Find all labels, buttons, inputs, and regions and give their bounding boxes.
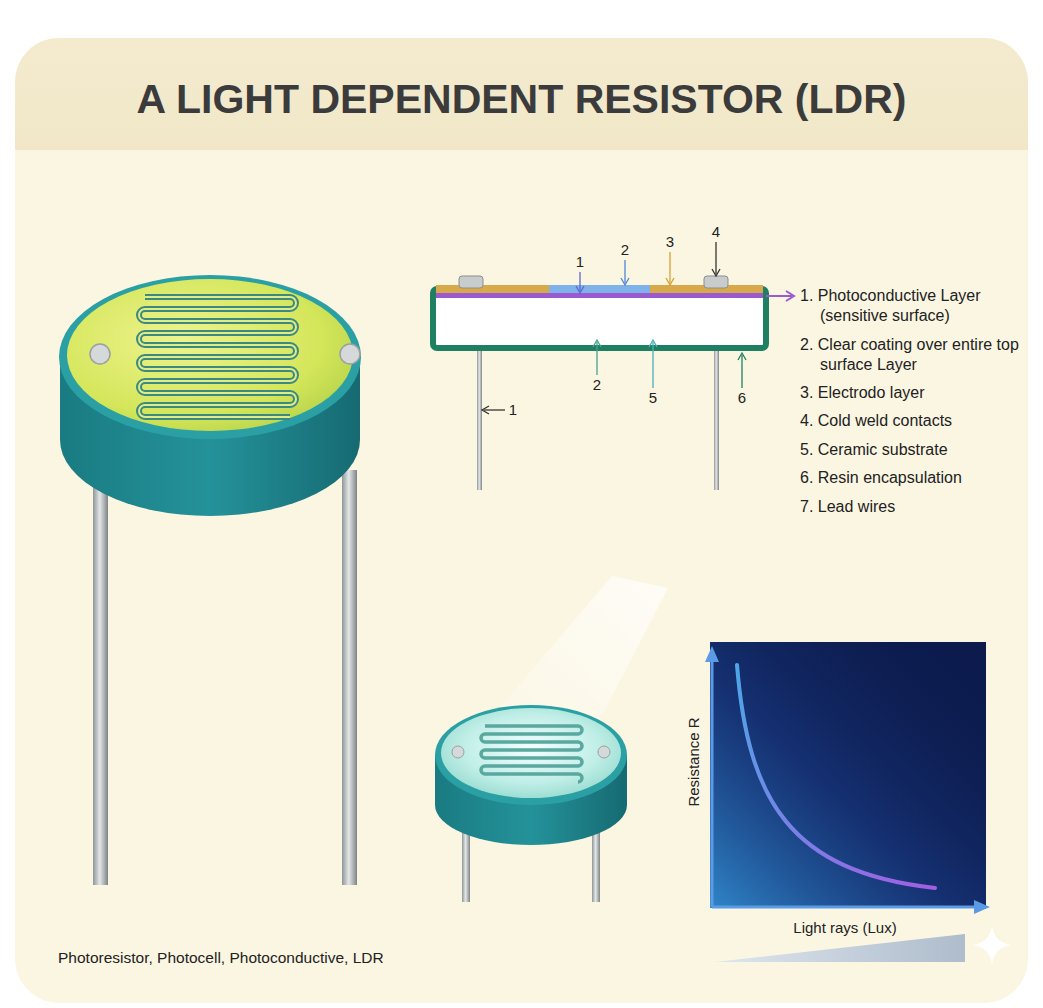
arrowhead <box>666 278 674 285</box>
resin-encapsulation <box>433 289 766 348</box>
cold-weld-contact <box>459 276 483 288</box>
leader-line <box>579 272 580 291</box>
arrowhead <box>649 340 657 347</box>
serpentine-track <box>139 297 296 417</box>
contact-dot <box>90 344 110 364</box>
part-key: 4. Cold weld contacts <box>800 411 1022 431</box>
callout-number: 2 <box>585 375 609 395</box>
arrowhead <box>576 286 584 293</box>
photoconductive-layer <box>436 293 763 298</box>
part-key: 7. Lead wires <box>800 497 1022 517</box>
chart-background <box>710 642 986 908</box>
leader-line <box>766 295 792 297</box>
large-ldr <box>59 275 361 885</box>
arrowhead <box>621 278 629 285</box>
arrowhead <box>705 646 719 662</box>
contact-dot <box>452 746 464 758</box>
axis-label: Light rays (Lux) <box>760 918 930 938</box>
cross-section <box>433 242 794 490</box>
background-panel <box>15 38 1028 1003</box>
callout-number: 4 <box>704 222 728 242</box>
callout-number: 3 <box>658 232 682 252</box>
illuminated-ldr <box>435 576 668 902</box>
leader-line <box>596 342 597 375</box>
caption: Photoresistor, Photocell, Photoconductiv… <box>58 948 384 968</box>
arrowhead <box>712 269 720 276</box>
axis-label: Resistance R <box>684 692 704 832</box>
serpentine-track-inner <box>139 297 296 417</box>
light-intensity-wedge <box>715 934 965 962</box>
sparkle <box>972 925 1012 965</box>
chart-glow <box>710 642 986 908</box>
part-key: 6. Resin encapsulation <box>800 468 1022 488</box>
arrowhead <box>738 353 746 360</box>
y-axis <box>711 658 714 907</box>
photoconductive-face <box>67 279 353 431</box>
leader-line <box>669 252 670 283</box>
serpentine-track <box>481 726 582 782</box>
ldr-rim <box>435 705 627 805</box>
leader-line <box>741 355 742 388</box>
callout-number: 5 <box>641 388 665 408</box>
contact-dot <box>340 344 360 364</box>
part-key: 3. Electrodo layer <box>800 383 1022 403</box>
arrowhead <box>593 340 601 347</box>
contact-dot <box>598 746 610 758</box>
x-axis <box>712 906 978 909</box>
ldr-rim <box>59 275 361 439</box>
leader-line <box>484 409 505 410</box>
part-key: 2. Clear coating over entire top surface… <box>800 335 1022 375</box>
arrowhead <box>974 900 990 914</box>
part-key: 5. Ceramic substrate <box>800 440 1022 460</box>
leader-lines <box>482 242 794 414</box>
leader-line <box>652 342 653 388</box>
lead-wire <box>714 348 719 490</box>
leader-line <box>624 260 625 283</box>
electrode-layer <box>436 285 549 293</box>
arrowhead <box>482 406 489 414</box>
callout-number: 1 <box>568 252 592 272</box>
callout-number: 1 <box>501 400 525 420</box>
diagram-title: A LIGHT DEPENDENT RESISTOR (LDR) <box>0 74 1043 124</box>
lead-wire <box>342 470 357 885</box>
lead-wire <box>477 348 482 490</box>
resistance-curve <box>737 665 935 888</box>
cold-weld-contact <box>704 276 728 288</box>
arrowhead <box>786 291 794 301</box>
resistance-chart <box>705 642 1012 965</box>
part-key: 1. Photoconductive Layer (sensitive surf… <box>800 286 1022 326</box>
callout-number: 6 <box>730 388 754 408</box>
photoconductive-face <box>441 708 621 798</box>
leader-line <box>715 242 716 274</box>
clear-coating <box>549 285 650 293</box>
lead-wire <box>93 470 108 885</box>
callout-number: 2 <box>613 240 637 260</box>
